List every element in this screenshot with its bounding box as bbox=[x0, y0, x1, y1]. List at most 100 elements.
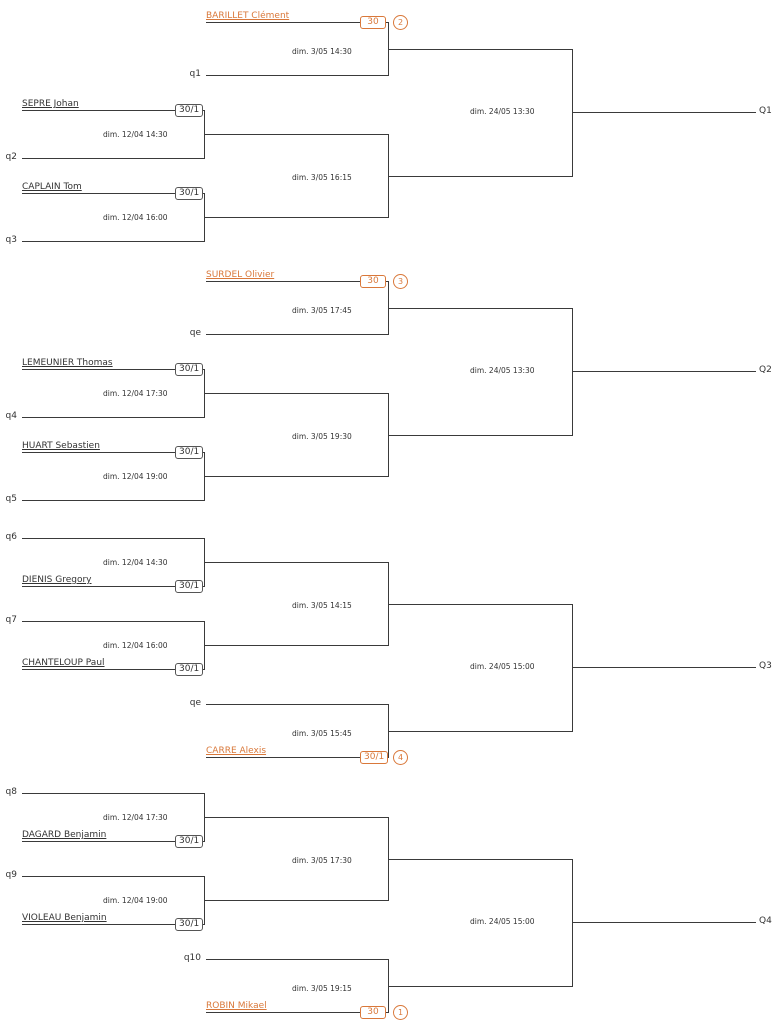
player-name[interactable]: DIENIS Gregory bbox=[22, 575, 92, 585]
match-date: dim. 3/05 17:30 bbox=[292, 855, 352, 865]
qualifier-line bbox=[22, 876, 204, 877]
qualifier-line bbox=[22, 241, 204, 242]
player-name[interactable]: DAGARD Benjamin bbox=[22, 830, 107, 840]
qualifier-label: q4 bbox=[5, 411, 17, 421]
qualified-slot-label: Q1 bbox=[759, 106, 772, 116]
seed-number: 1 bbox=[393, 1005, 408, 1020]
qualifier-line bbox=[206, 75, 388, 76]
seeded-player-name[interactable]: ROBIN Mikael bbox=[206, 1001, 267, 1011]
player-name[interactable]: CAPLAIN Tom bbox=[22, 182, 82, 192]
qualifier-line bbox=[22, 500, 204, 501]
qualified-slot-label: Q4 bbox=[759, 916, 772, 926]
qualifier-label: q2 bbox=[5, 152, 17, 162]
player-line bbox=[22, 924, 204, 925]
qualifier-line bbox=[22, 538, 204, 539]
qualifier-label: qe bbox=[189, 328, 201, 338]
qualifier-line bbox=[22, 158, 204, 159]
match-date: dim. 12/04 14:30 bbox=[103, 130, 168, 139]
round2-output-line bbox=[388, 308, 572, 309]
final-match-date: dim. 24/05 13:30 bbox=[470, 107, 535, 116]
qualifier-label: qe bbox=[189, 698, 201, 708]
qualifier-label: q10 bbox=[183, 953, 201, 963]
round2-output-line bbox=[388, 603, 572, 605]
match-date: dim. 12/04 17:30 bbox=[103, 813, 168, 822]
round2-output-line bbox=[388, 434, 572, 436]
seed-number: 4 bbox=[393, 750, 408, 765]
round1-output-line bbox=[204, 134, 388, 135]
seeded-player-line bbox=[206, 22, 388, 23]
qualifier-label: q3 bbox=[5, 235, 17, 245]
seeded-player-name[interactable]: SURDEL Olivier bbox=[206, 270, 275, 280]
final-match-date: dim. 24/05 15:00 bbox=[470, 662, 535, 671]
seeded-player-line bbox=[206, 1012, 388, 1013]
match-date: dim. 12/04 16:00 bbox=[103, 641, 168, 650]
qualifier-line bbox=[206, 704, 388, 705]
rank-badge: 30/1 bbox=[360, 751, 389, 764]
qualifier-line bbox=[22, 621, 204, 622]
rank-badge: 30/1 bbox=[175, 663, 204, 676]
match-date: dim. 3/05 17:45 bbox=[292, 306, 352, 315]
rank-badge: 30 bbox=[360, 1006, 386, 1019]
seed-number: 3 bbox=[393, 274, 408, 289]
round2-output-line bbox=[388, 986, 572, 987]
match-date: dim. 12/04 16:00 bbox=[103, 213, 168, 222]
qualifier-line bbox=[206, 334, 388, 335]
qualifier-label: q1 bbox=[189, 69, 201, 79]
round1-output-line bbox=[204, 476, 388, 477]
player-name[interactable]: LEMEUNIER Thomas bbox=[22, 358, 113, 368]
round2-output-line bbox=[388, 49, 572, 50]
match-date: dim. 3/05 14:30 bbox=[292, 47, 352, 56]
rank-badge: 30/1 bbox=[175, 363, 204, 376]
match-date: dim. 3/05 19:30 bbox=[292, 431, 352, 441]
seeded-player-line bbox=[206, 757, 388, 758]
final-match-date: dim. 24/05 15:00 bbox=[470, 917, 535, 926]
match-date: dim. 3/05 14:15 bbox=[292, 600, 352, 610]
qualifier-label: q6 bbox=[5, 532, 17, 542]
match-date: dim. 12/04 14:30 bbox=[103, 558, 168, 567]
round1-output-line bbox=[204, 393, 388, 394]
seeded-player-name[interactable]: CARRE Alexis bbox=[206, 746, 267, 756]
qualifier-line bbox=[22, 417, 204, 418]
round2-output-line bbox=[388, 175, 572, 177]
player-line bbox=[22, 586, 204, 587]
round1-output-line bbox=[204, 817, 388, 818]
match-date: dim. 3/05 16:15 bbox=[292, 172, 352, 182]
player-line bbox=[22, 110, 204, 111]
round1-output-line bbox=[204, 217, 388, 218]
match-date: dim. 3/05 15:45 bbox=[292, 729, 352, 738]
rank-badge: 30/1 bbox=[175, 918, 204, 931]
final-output-line bbox=[572, 112, 756, 113]
rank-badge: 30/1 bbox=[175, 835, 204, 848]
qualified-slot-label: Q3 bbox=[759, 661, 772, 671]
rank-badge: 30/1 bbox=[175, 187, 204, 200]
final-output-line bbox=[572, 922, 756, 923]
player-name[interactable]: HUART Sebastien bbox=[22, 441, 100, 451]
round1-output-line bbox=[204, 900, 388, 901]
final-match-date: dim. 24/05 13:30 bbox=[470, 366, 535, 375]
rank-badge: 30 bbox=[360, 16, 386, 29]
qualified-slot-label: Q2 bbox=[759, 365, 772, 375]
seeded-player-name[interactable]: BARILLET Clément bbox=[206, 11, 290, 21]
match-date: dim. 3/05 19:15 bbox=[292, 984, 352, 993]
final-output-line bbox=[572, 371, 756, 372]
round1-output-line bbox=[204, 645, 388, 646]
player-name[interactable]: SEPRE Johan bbox=[22, 99, 79, 109]
qualifier-line bbox=[22, 793, 204, 794]
rank-badge: 30/1 bbox=[175, 104, 204, 117]
player-name[interactable]: CHANTELOUP Paul bbox=[22, 658, 105, 668]
round2-output-line bbox=[388, 731, 572, 732]
rank-badge: 30/1 bbox=[175, 580, 204, 593]
qualifier-label: q5 bbox=[5, 494, 17, 504]
rank-badge: 30/1 bbox=[175, 446, 204, 459]
player-line bbox=[22, 452, 204, 453]
player-name[interactable]: VIOLEAU Benjamin bbox=[22, 913, 107, 923]
match-date: dim. 12/04 19:00 bbox=[103, 472, 168, 481]
player-line bbox=[22, 841, 204, 842]
qualifier-label: q7 bbox=[5, 615, 17, 625]
qualifier-line bbox=[206, 959, 388, 960]
qualifier-label: q8 bbox=[5, 787, 17, 797]
player-line bbox=[22, 669, 204, 670]
round1-output-line bbox=[204, 562, 388, 563]
player-line bbox=[22, 193, 204, 194]
